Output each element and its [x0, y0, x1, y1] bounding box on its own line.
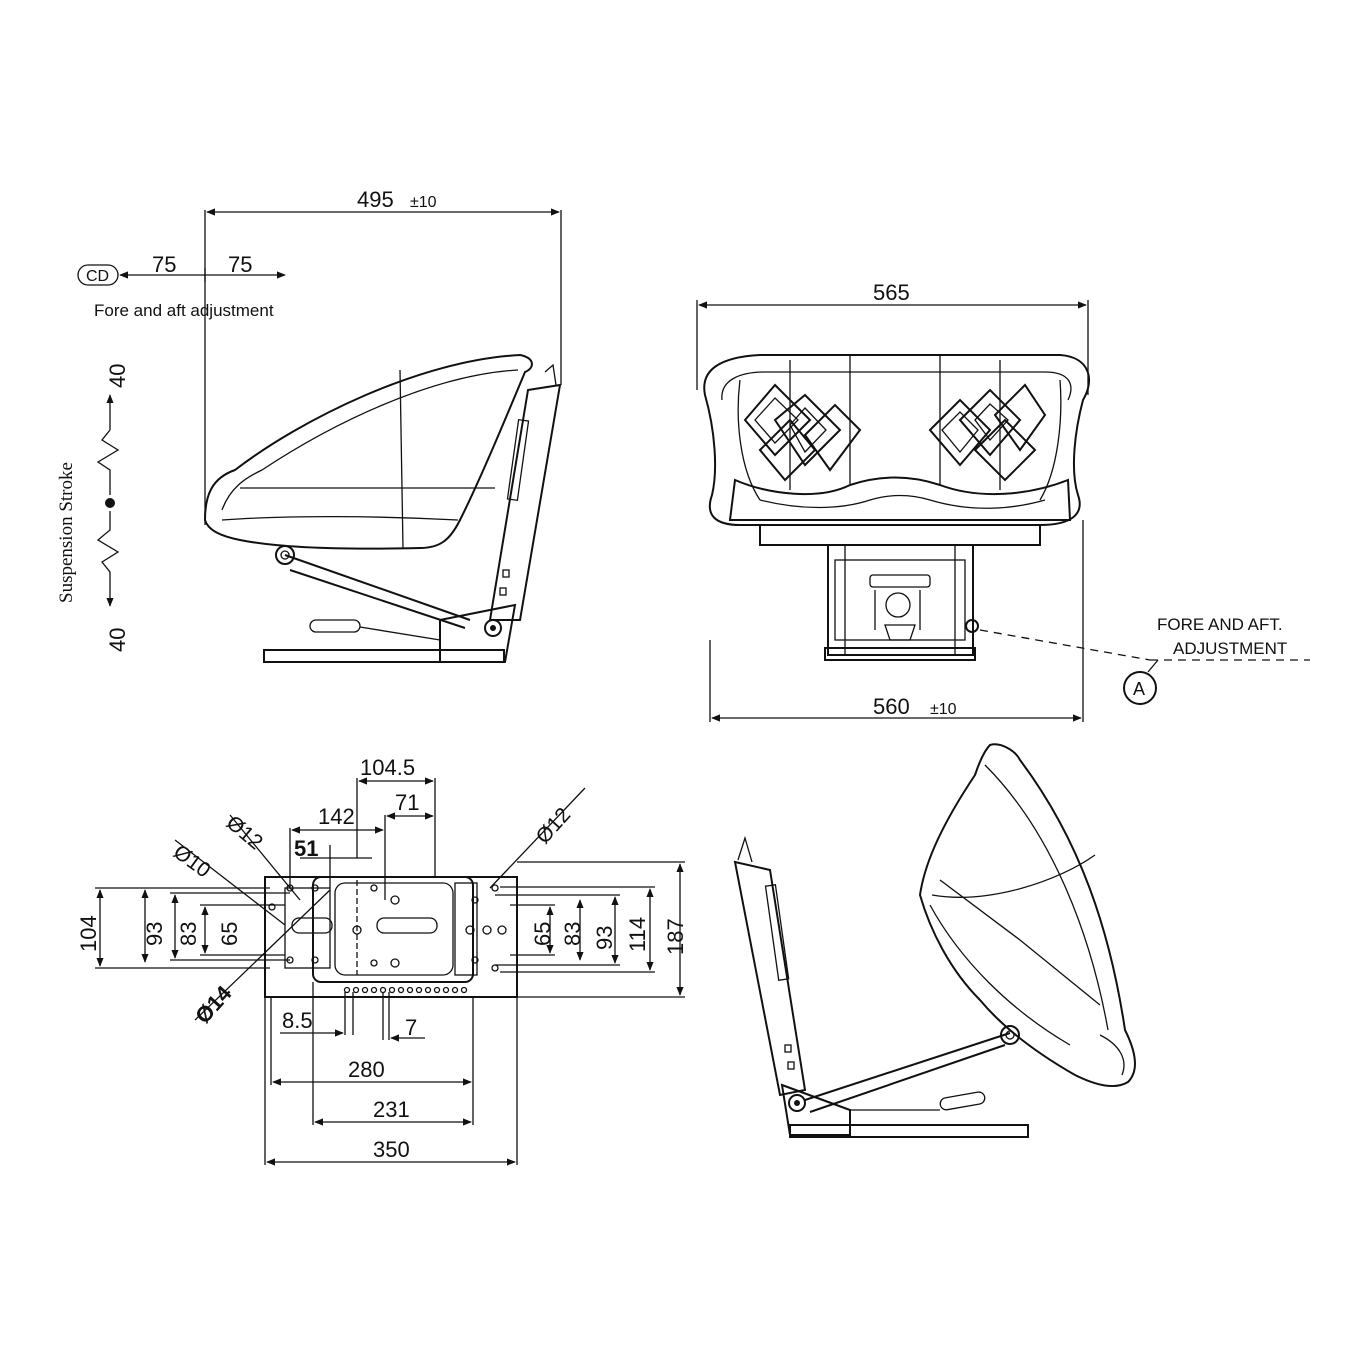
top-width-dimension: 565	[873, 280, 910, 305]
phi12-right: Ø12	[532, 803, 576, 848]
slot-hole-row	[343, 986, 468, 994]
seat-shell-side	[203, 353, 533, 550]
callout-line-1: FORE AND AFT.	[1157, 615, 1283, 634]
base-rail-side	[263, 649, 505, 663]
adjustment-knob	[965, 619, 979, 633]
dim-231: 231	[373, 1097, 410, 1122]
aft-dimension: 75	[228, 252, 252, 277]
cushion-pattern-left	[743, 383, 862, 482]
stroke-down-dimension: 40	[105, 628, 130, 652]
base-width-tolerance: ±10	[930, 701, 957, 718]
fore-dimension: 75	[152, 252, 176, 277]
dim-350: 350	[373, 1137, 410, 1162]
base-plate-outline	[264, 876, 518, 998]
stroke-up-dimension: 40	[105, 364, 130, 388]
base-rail-tilted	[789, 1124, 1029, 1138]
right-dim-187: 187	[663, 918, 688, 955]
left-dim-104: 104	[76, 915, 101, 952]
right-dim-83: 83	[560, 922, 585, 946]
callout-line-2: ADJUSTMENT	[1173, 639, 1287, 658]
cd-label: CD	[86, 268, 109, 285]
phi14: Ø14	[190, 980, 237, 1028]
fore-aft-label: Fore and aft adjustment	[94, 301, 274, 320]
fore-aft-lever-handle	[309, 619, 361, 633]
suspension-unit	[827, 544, 974, 656]
dim-51: 51	[294, 836, 318, 861]
dim-280: 280	[348, 1057, 385, 1082]
suspension-stroke-label: Suspension Stroke	[56, 462, 77, 603]
phi12-left: Ø12	[222, 811, 267, 854]
left-dim-93: 93	[142, 922, 167, 946]
tilted-seat-view	[733, 743, 1136, 1138]
base-width-dimension: 560	[873, 694, 910, 719]
seat-shell-tilted	[918, 743, 1136, 1087]
dim-104-5: 104.5	[360, 755, 415, 780]
cd-badge	[77, 264, 119, 286]
right-dim-114: 114	[625, 917, 650, 952]
base-plate-view: 104.5 71 142 51 Ø12 Ø10 Ø12 Ø14 104 93 8…	[76, 755, 688, 1166]
dim-71: 71	[395, 790, 419, 815]
side-view: 495 ±10 CD 75 75 Fore and aft adjustment…	[56, 187, 562, 663]
callout-marker-label: A	[1133, 679, 1145, 699]
seat-shell-front	[703, 354, 1091, 526]
cushion-pattern-right	[928, 383, 1047, 482]
front-view: 565	[696, 280, 1310, 722]
dim-7: 7	[405, 1015, 417, 1040]
pivot-dot-icon	[105, 498, 115, 508]
spring-symbol-icon	[96, 429, 120, 495]
phi10: Ø10	[169, 840, 215, 882]
backrest-frame	[488, 383, 562, 621]
fore-aft-lever-handle-tilted	[939, 1091, 986, 1111]
right-dim-65: 65	[530, 922, 555, 946]
depth-dimension: 495	[357, 187, 394, 212]
backrest-frame-tilted	[733, 860, 807, 1097]
right-dim-93: 93	[592, 926, 617, 950]
left-dim-65: 65	[217, 922, 242, 946]
callout-marker-a	[1123, 671, 1157, 705]
left-dim-83: 83	[176, 922, 201, 946]
mounting-holes	[268, 884, 507, 972]
depth-tolerance: ±10	[410, 194, 437, 211]
dim-142: 142	[318, 804, 355, 829]
dim-8-5: 8.5	[282, 1008, 313, 1033]
